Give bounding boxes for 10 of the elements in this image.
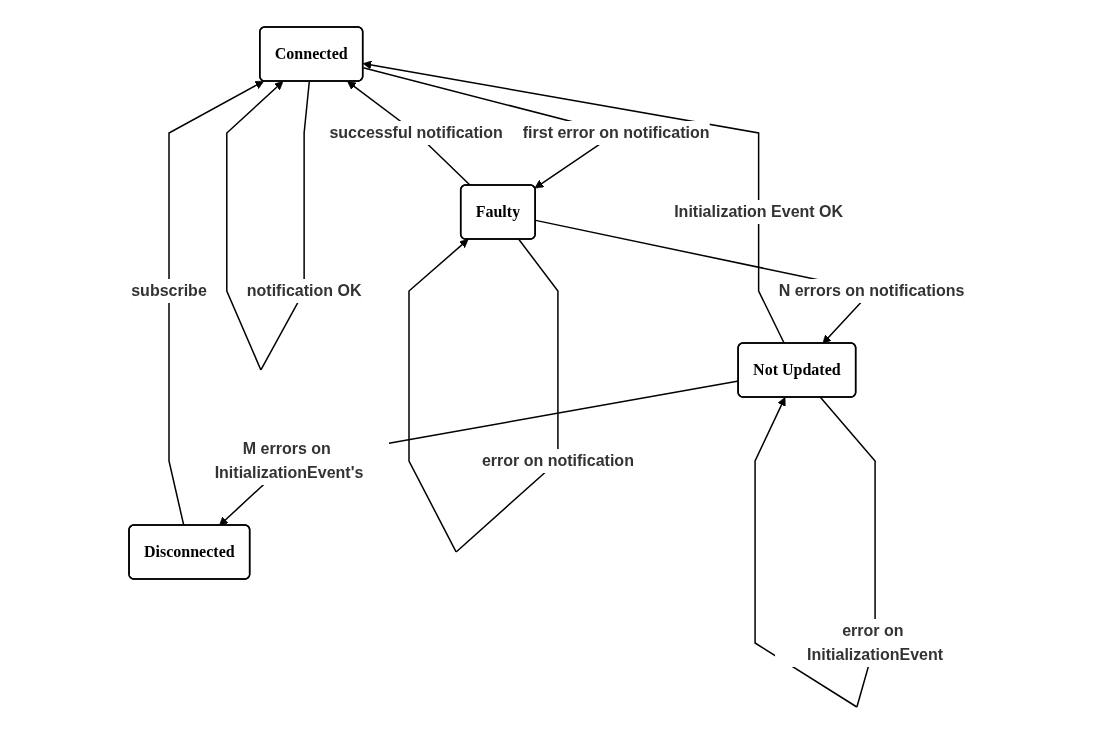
edge-label: M errors on InitializationEvent's: [215, 439, 364, 481]
edge-label: notification OK: [247, 281, 362, 299]
edge-label: error on InitializationEvent: [807, 621, 944, 663]
edge-label: error on notification: [482, 451, 635, 469]
edge-label: subscribe: [131, 281, 208, 299]
edge-label: successful notification: [329, 123, 504, 141]
edge-label: first error on notification: [523, 123, 710, 141]
edge-label: N errors on notifications: [779, 281, 965, 299]
edge-label: Initialization Event OK: [674, 202, 844, 220]
arrow: [408, 238, 560, 553]
